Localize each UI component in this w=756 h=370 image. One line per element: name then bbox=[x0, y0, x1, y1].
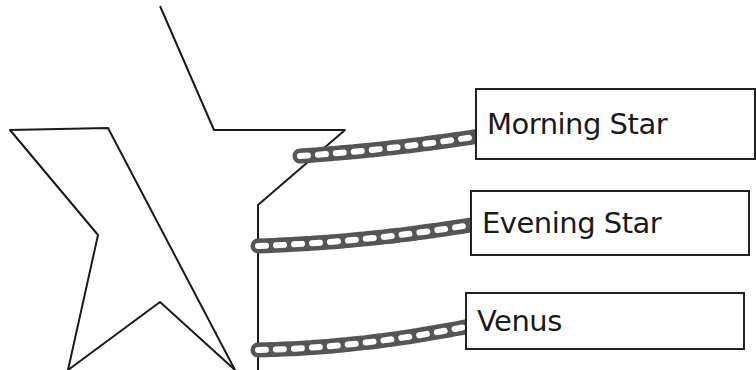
star-outline bbox=[10, 6, 345, 370]
box-label: Venus bbox=[477, 304, 562, 338]
box-label: Evening Star bbox=[482, 206, 661, 240]
chain-links bbox=[258, 136, 480, 350]
label-box: Evening Star bbox=[470, 190, 750, 256]
label-box: Venus bbox=[465, 292, 745, 350]
label-box: Morning Star bbox=[475, 88, 756, 160]
box-label: Morning Star bbox=[487, 107, 667, 141]
